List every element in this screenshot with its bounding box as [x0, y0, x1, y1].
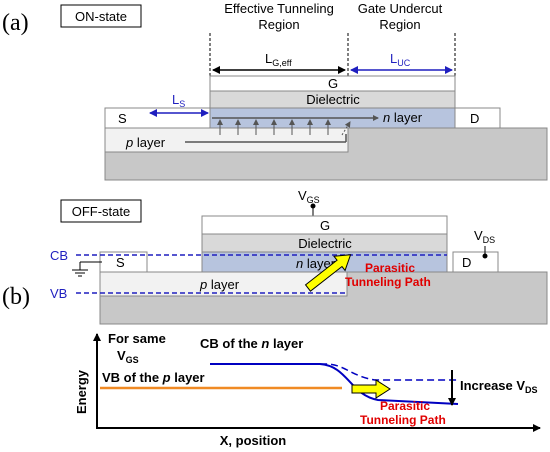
panel-b: (b) OFF-state VGS S D VDS Dielectric G: [2, 188, 548, 325]
source-b-label: S: [116, 255, 125, 270]
source-a-label: S: [118, 111, 127, 126]
vb-label: VB: [50, 286, 67, 301]
gate-b-label: G: [320, 218, 330, 233]
parasitic-b-2: Tunneling Path: [345, 275, 431, 289]
parasitic-plot-1: Parasitic: [380, 399, 430, 413]
lgeff-label: LG,eff: [265, 51, 292, 68]
for-same-label: For same: [108, 331, 166, 346]
undercut-region-header-2: Region: [379, 17, 420, 32]
vds-label-b: VDS: [474, 228, 495, 245]
drain-b: [452, 251, 499, 273]
ls-label: LS: [172, 92, 185, 109]
vgs-label-b: VGS: [298, 188, 320, 205]
tunneling-arrows: [217, 119, 351, 136]
dielectric-a-label: Dielectric: [306, 92, 360, 107]
parasitic-arrow-plot: [351, 379, 391, 399]
on-state-label: ON-state: [75, 9, 127, 24]
y-axis-label: Energy: [74, 369, 89, 414]
off-state-box: [60, 199, 142, 223]
increase-vds-label: Increase VDS: [460, 378, 538, 395]
vb-plot-label: VB of the p layer: [102, 370, 205, 385]
on-state-box: [60, 4, 142, 28]
vgs-terminal-dot: [310, 203, 316, 209]
p-layer-a: [104, 127, 349, 153]
panel-a-label: (a): [2, 10, 29, 36]
cb-plot-label: CB of the n layer: [200, 336, 303, 351]
panel-b-label: (b): [2, 284, 30, 310]
cb-curve-solid: [210, 363, 459, 405]
panel-a: (a) ON-state Effective Tunneling Region …: [2, 1, 548, 181]
gate-b: [201, 215, 448, 235]
drain-b-label: D: [462, 255, 471, 270]
parasitic-b-1: Parasitic: [365, 261, 415, 275]
p-layer-a-label: p layer: [125, 135, 166, 150]
undercut-region-header-1: Gate Undercut: [358, 1, 443, 16]
off-state-label: OFF-state: [72, 204, 131, 219]
band-diagram: Energy X, position For same VGS CB of th…: [74, 331, 541, 448]
n-layer-a-label: n layer: [383, 110, 423, 125]
cb-label: CB: [50, 248, 68, 263]
ground-icon: [72, 261, 102, 277]
x-axis-label: X, position: [220, 433, 287, 448]
gate-a-label: G: [328, 76, 338, 91]
cb-curve-dashed: [210, 363, 460, 381]
parasitic-plot-2: Tunneling Path: [360, 413, 446, 427]
effective-region-header-1: Effective Tunneling: [224, 1, 334, 16]
p-layer-b-label: p layer: [199, 277, 240, 292]
drain-a: [454, 107, 501, 129]
drain-a-label: D: [470, 111, 479, 126]
parasitic-arrow-b: [304, 254, 352, 292]
dielectric-b-label: Dielectric: [298, 236, 352, 251]
gate-a: [209, 75, 456, 92]
luc-label: LUC: [390, 51, 411, 68]
vgs-label-plot: VGS: [117, 348, 139, 365]
effective-region-header-2: Region: [258, 17, 299, 32]
